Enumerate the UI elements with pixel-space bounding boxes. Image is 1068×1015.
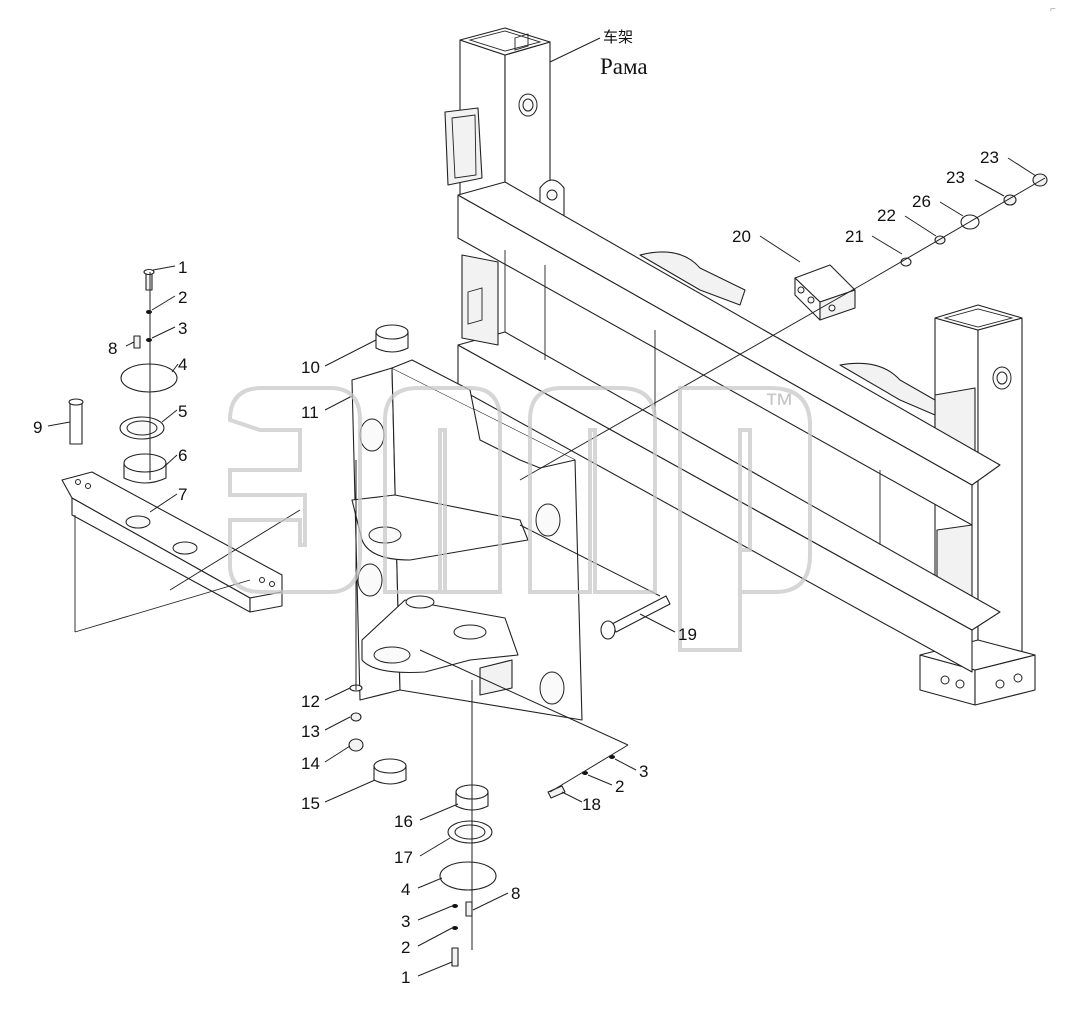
callout-17: 17 [394,848,413,867]
washer-2-lower [452,926,458,930]
grease-fitting-8-lower [465,901,473,917]
callout-13: 13 [301,722,320,741]
left-upright-bracket [444,107,483,186]
washer-3-upper [146,338,152,342]
cover-plate-4-lower [439,861,497,891]
watermark-letter-1 [227,386,362,594]
left-beam [61,471,283,633]
callout-4-upper: 4 [178,355,187,374]
title-chinese: 车架 [603,28,633,46]
callout-16: 16 [394,812,413,831]
left-beam-top [61,471,283,599]
screw-1-lower [451,947,459,967]
watermark-letter-3 [528,386,657,594]
callout-23-a: 23 [946,168,965,187]
callout-10: 10 [301,358,320,377]
callout-22: 22 [877,206,896,225]
watermark-letter-4 [678,386,812,652]
callout-19: 19 [678,625,697,644]
beam-rib-2 [839,362,936,416]
callout-8-lower: 8 [511,884,520,903]
callout-labels: 1 2 3 8 4 5 9 6 7 10 11 12 13 14 15 16 1… [33,148,999,987]
washer-3-lower [452,904,458,908]
right-upright-top [934,304,1023,331]
callout-21: 21 [845,227,864,246]
nut-23-a [1003,194,1017,206]
callout-9: 9 [33,418,42,437]
callout-23-b: 23 [980,148,999,167]
bolt-9 [69,403,83,445]
small-parts [68,173,1048,967]
callout-20: 20 [732,227,751,246]
callout-18: 18 [582,795,601,814]
corner-mark: ⌐ [1050,4,1056,15]
callout-12: 12 [301,692,320,711]
callout-3-lower: 3 [401,912,410,931]
callout-15: 15 [301,794,320,813]
callout-3-upper: 3 [178,319,187,338]
callout-8-upper: 8 [108,339,117,358]
title-russian: Рама [600,54,648,79]
watermark-logo: ™ [227,386,812,652]
nut-14 [348,738,364,752]
watermark-trademark: ™ [764,388,794,421]
callout-14: 14 [301,754,320,773]
callout-2-side: 2 [615,777,624,796]
beam-bracket-left [461,254,499,346]
callout-5: 5 [178,402,187,421]
left-upright-top [459,27,551,56]
top-crossbeam-top [457,181,1001,486]
callout-26: 26 [912,192,931,211]
callout-2-lower: 2 [401,938,410,957]
frame-assembly [444,27,1036,706]
cover-plate-4-upper [120,363,178,393]
callout-7: 7 [178,485,187,504]
washer-2-upper [146,310,152,314]
beam-rib-1 [639,251,746,306]
callout-6: 6 [178,446,187,465]
callout-1-upper: 1 [178,258,187,277]
callout-11: 11 [301,403,319,422]
watermark-letter-2 [383,386,502,594]
callout-3-side: 3 [639,762,648,781]
callout-4-lower: 4 [401,880,410,899]
washer-13 [350,712,362,722]
callout-1-lower: 1 [401,968,410,987]
callout-2-upper: 2 [178,288,187,307]
grease-fitting-8-upper [133,335,141,349]
